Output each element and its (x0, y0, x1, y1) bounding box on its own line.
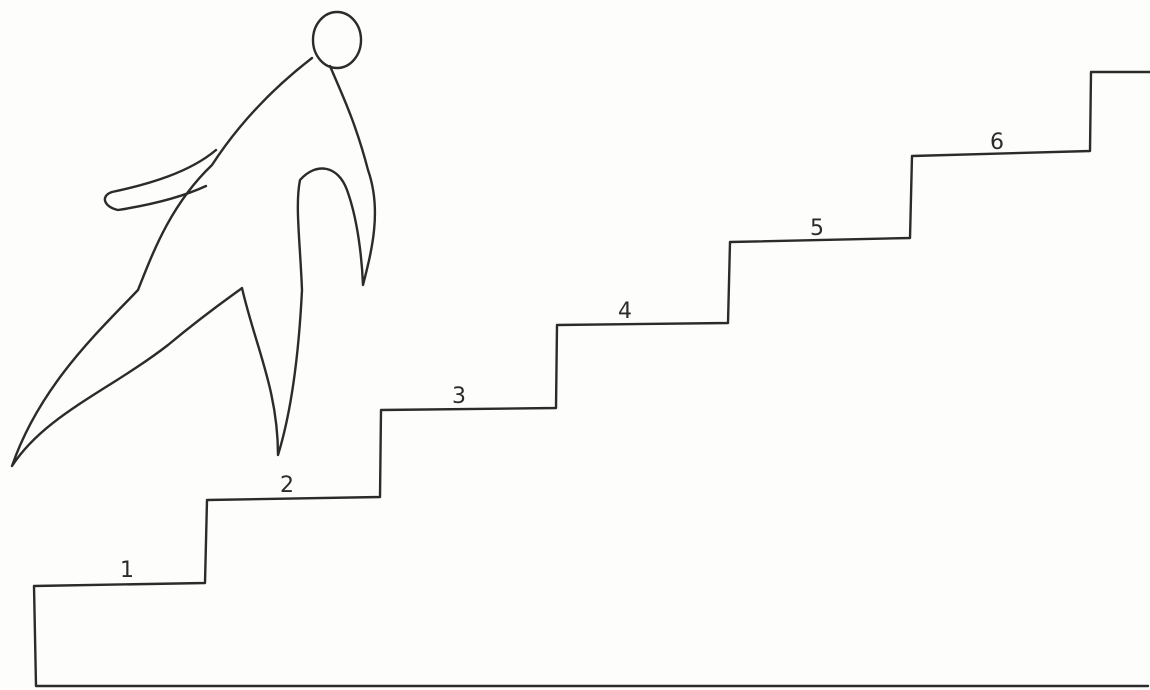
step-label-3: 3 (452, 384, 466, 409)
walking-figure (12, 12, 375, 466)
step-label-5: 5 (810, 216, 824, 241)
step-label-6: 6 (990, 130, 1004, 155)
step-label-2: 2 (280, 473, 294, 498)
figure-arm (105, 150, 216, 210)
staircase-outline (34, 72, 1150, 686)
figure-body (12, 58, 375, 466)
step-label-1: 1 (120, 558, 134, 583)
figure-head (313, 12, 361, 68)
step-label-4: 4 (618, 299, 632, 324)
